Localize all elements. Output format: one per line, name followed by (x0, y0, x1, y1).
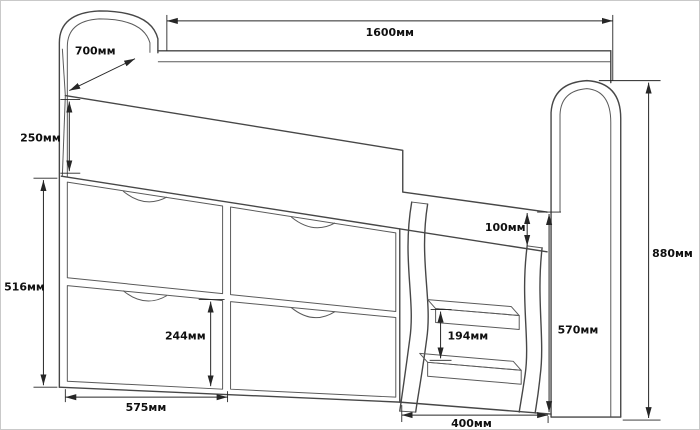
dimension-rail-height: 250мм (20, 99, 81, 174)
right-headboard (550, 79, 622, 418)
dimension-guard-height: 100мм (485, 213, 531, 246)
stringer-edge (414, 203, 429, 413)
drawer-front (66, 285, 224, 390)
drawer-handle-cutout (290, 216, 336, 229)
front-safety-rail (60, 94, 548, 253)
step-front-face (435, 308, 520, 330)
dimension-step-rise: 194мм (429, 309, 489, 361)
dim-label-bed-depth: 700мм (75, 45, 116, 58)
drawer-cabinet (58, 181, 552, 415)
dim-label-cabinet-height: 516мм (4, 281, 45, 294)
stringer-edge (399, 201, 413, 412)
stringer-edge (518, 245, 528, 413)
front-rail-top-edge (64, 94, 548, 213)
stringer-top-cap (411, 201, 428, 205)
dim-label-rail-height: 250мм (20, 131, 61, 144)
stair-stringer-front (399, 201, 429, 413)
back-rail (157, 50, 612, 84)
bed-structure (58, 10, 622, 418)
left-headboard-outer-edge (58, 10, 159, 388)
step-top-face (427, 299, 520, 317)
dimension-stair-height: 570мм (537, 211, 599, 413)
dimension-annotations: 1600мм 700мм 250мм 516мм 244мм (4, 14, 693, 429)
dim-label-drawer-height: 244мм (165, 329, 206, 342)
dimension-line (69, 58, 136, 92)
stairs (399, 201, 543, 414)
drawer-handle-cutout (290, 307, 336, 319)
left-headboard (58, 10, 159, 388)
dimension-stair-depth: 400мм (401, 405, 549, 429)
dim-label-drawer-width: 575мм (126, 401, 167, 414)
dim-label-overall-height: 880мм (652, 247, 693, 260)
right-headboard-outer-edge (550, 79, 622, 418)
dim-label-stair-depth: 400мм (451, 417, 492, 429)
stringer-bottom-cap (399, 410, 416, 413)
dim-label-step-rise: 194мм (448, 329, 489, 342)
left-headboard-inner-edge (66, 18, 151, 178)
dimension-drawer-width: 575мм (64, 389, 229, 414)
front-rail-left-edge (61, 95, 66, 177)
stringer-edge (534, 247, 543, 414)
step-lower (419, 352, 522, 385)
step-top-face (419, 352, 522, 371)
step-upper (427, 299, 520, 330)
drawer-handle-cutout (122, 190, 168, 203)
drawer-front (230, 206, 397, 313)
dim-label-guard-height: 100мм (485, 221, 526, 234)
dimension-bed-depth: 700мм (69, 45, 136, 92)
dimension-bed-length: 1600мм (166, 14, 614, 81)
dimension-cabinet-height: 516мм (4, 177, 58, 388)
dim-label-stair-height: 570мм (558, 323, 599, 336)
stair-stringer-back (518, 245, 543, 414)
step-front-face (427, 361, 522, 385)
left-headboard-front-edge (61, 48, 66, 96)
dimension-drawer-height: 244мм (165, 299, 225, 387)
right-headboard-inner-edge (559, 88, 612, 418)
drawer-front (230, 301, 397, 398)
stringer-top-cap (527, 245, 543, 249)
platform-bottom-edge (60, 175, 548, 253)
dimension-overall-height: 880мм (598, 80, 693, 421)
drawer-front (66, 181, 224, 295)
dim-label-bed-length: 1600мм (366, 26, 414, 39)
drawer-handle-cutout (122, 290, 168, 302)
